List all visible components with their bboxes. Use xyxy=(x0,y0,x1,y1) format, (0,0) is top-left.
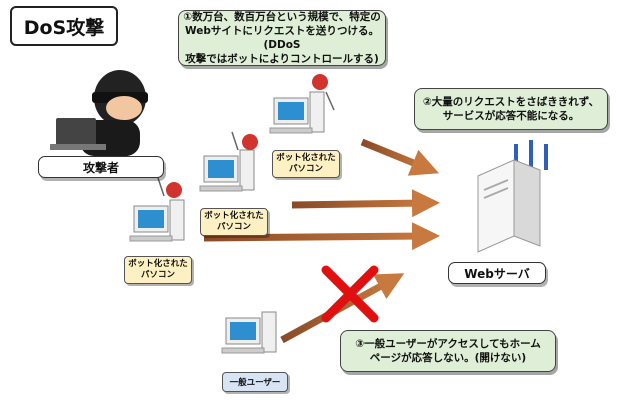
note-step-2-line-2: サービスが応答不能になる。 xyxy=(442,110,580,122)
page-title: DoS攻撃 xyxy=(10,6,118,46)
note-step-3: ③一般ユーザーがアクセスしてもホーム ページが応答しない。(開けない) xyxy=(340,330,556,372)
bot-pc-label-bottom: ボット化された パソコン xyxy=(124,256,192,284)
general-user-pc-illustration xyxy=(221,311,277,354)
bot-pc-label-top: ボット化された パソコン xyxy=(272,150,340,178)
bot-pc-middle-illustration xyxy=(199,131,258,192)
blocked-cross xyxy=(321,265,379,323)
server-label: Webサーバ xyxy=(448,262,546,284)
web-server-illustration xyxy=(477,140,548,253)
general-user-label: 一般ユーザー xyxy=(222,372,288,392)
attacker-illustration xyxy=(50,70,148,156)
server-label-text: Webサーバ xyxy=(464,266,530,281)
bot-pc-label-middle: ボット化された パソコン xyxy=(200,208,268,236)
bot-pc-label-middle-line-1: ボット化された xyxy=(204,211,264,221)
note-step-2: ②大量のリクエストをさばききれず、 サービスが応答不能になる。 xyxy=(414,88,608,130)
bot-pc-label-middle-line-2: パソコン xyxy=(216,222,251,232)
bot-pc-bottom-illustration xyxy=(129,177,185,242)
bot-pc-top-illustration xyxy=(269,74,335,134)
note-step-1: ①数万台、数百万台という規模で、特定の Webサイトにリクエストを送りつける。(… xyxy=(178,10,386,66)
bot-pc-label-bottom-line-2: パソコン xyxy=(140,270,175,280)
note-step-3-line-1: ③一般ユーザーがアクセスしてもホーム xyxy=(355,338,541,350)
note-step-2-line-1: ②大量のリクエストをさばききれず、 xyxy=(422,96,600,108)
general-user-label-text: 一般ユーザー xyxy=(229,378,281,388)
note-step-3-line-2: ページが応答しない。(開けない) xyxy=(369,352,527,364)
note-step-1-line-1: ①数万台、数百万台という規模で、特定の xyxy=(183,11,381,23)
bot-pc-label-top-line-2: パソコン xyxy=(288,164,323,174)
attacker-label: 攻撃者 xyxy=(38,156,164,178)
note-step-1-line-2: Webサイトにリクエストを送りつける。(DDoS xyxy=(185,25,379,51)
attacker-label-text: 攻撃者 xyxy=(82,160,119,175)
note-step-1-line-3: 攻撃ではボットによりコントロールする) xyxy=(185,53,379,65)
title-text: DoS攻撃 xyxy=(23,16,105,39)
bot-pc-label-top-line-1: ボット化された xyxy=(276,153,336,163)
bot-pc-label-bottom-line-1: ボット化された xyxy=(128,259,188,269)
